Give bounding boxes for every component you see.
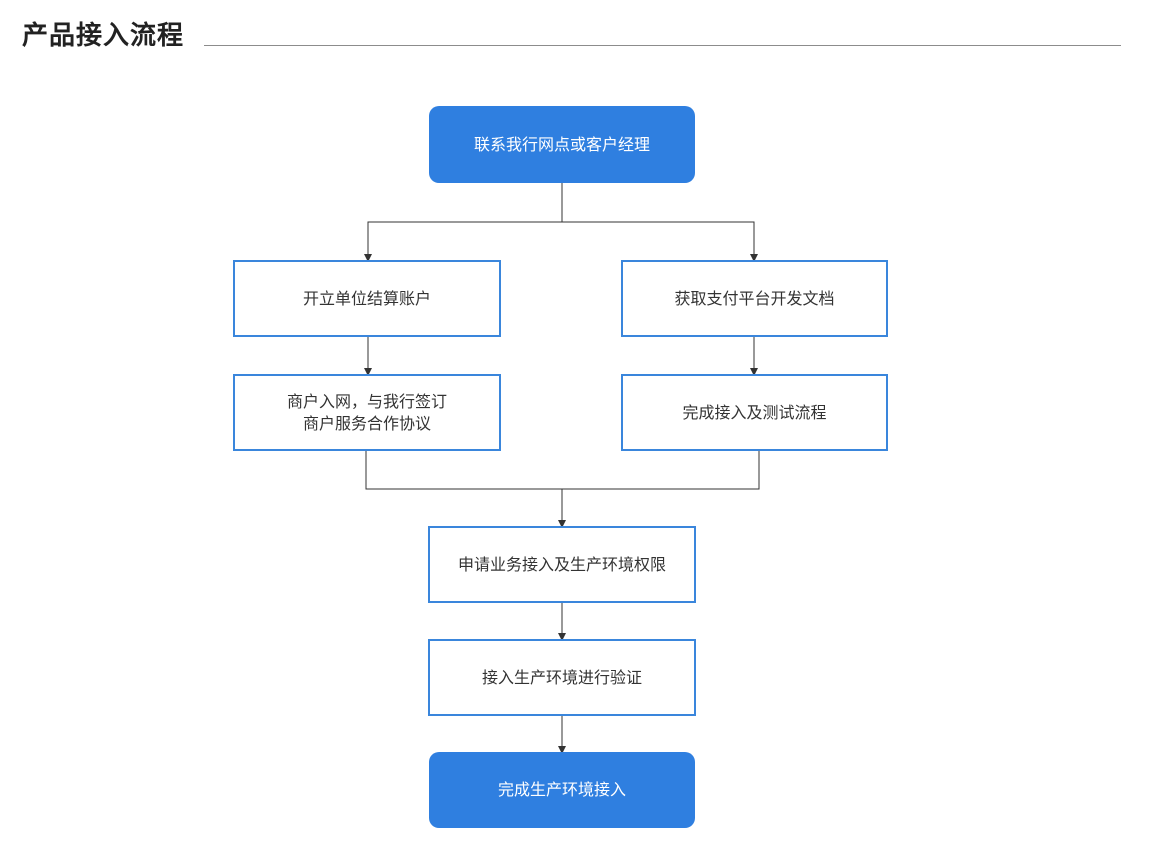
node-test-flow-label: 完成接入及测试流程: [682, 402, 827, 422]
node-open-account-label: 开立单位结算账户: [302, 288, 431, 308]
node-apply-permission: 申请业务接入及生产环境权限: [428, 526, 696, 603]
title-divider: [204, 45, 1121, 46]
connector-split-right: [562, 221, 758, 262]
node-start: 联系我行网点或客户经理: [429, 106, 695, 183]
node-open-account: 开立单位结算账户: [233, 260, 501, 337]
node-apply-permission-label: 申请业务接入及生产环境权限: [457, 554, 666, 574]
node-get-docs: 获取支付平台开发文档: [621, 260, 888, 337]
node-verify-production-label: 接入生产环境进行验证: [481, 667, 642, 687]
node-end: 完成生产环境接入: [429, 752, 695, 828]
node-end-label: 完成生产环境接入: [497, 780, 626, 799]
node-merchant-agreement-line2: 商户服务合作协议: [302, 413, 431, 433]
node-get-docs-label: 获取支付平台开发文档: [674, 288, 835, 308]
node-merchant-agreement: 商户入网，与我行签订 商户服务合作协议: [233, 374, 501, 451]
connector-start-split: [364, 183, 563, 262]
node-merchant-agreement-line1: 商户入网，与我行签订: [286, 391, 447, 411]
node-verify-production: 接入生产环境进行验证: [428, 639, 696, 716]
page-title: 产品接入流程: [22, 21, 185, 51]
connector-left-merge: [365, 451, 760, 490]
node-test-flow: 完成接入及测试流程: [621, 374, 888, 451]
node-start-label: 联系我行网点或客户经理: [473, 134, 650, 154]
